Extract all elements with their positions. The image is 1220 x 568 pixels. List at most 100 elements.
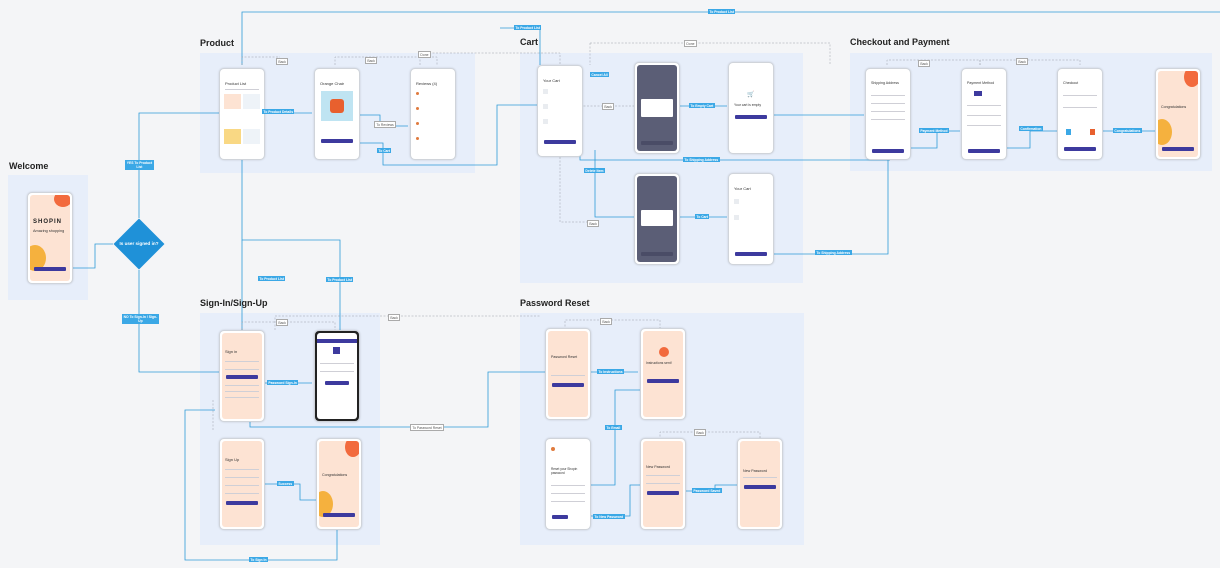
yellow-blob bbox=[30, 245, 46, 271]
continue-shopping-button[interactable] bbox=[735, 115, 767, 119]
form-field[interactable] bbox=[871, 111, 905, 112]
password-field[interactable] bbox=[646, 475, 680, 476]
cart-item[interactable] bbox=[543, 88, 577, 98]
save-button[interactable] bbox=[647, 491, 679, 495]
cart-icon: 🛒 bbox=[747, 92, 755, 98]
continue-button[interactable] bbox=[1162, 147, 1194, 151]
ok-button[interactable] bbox=[647, 379, 679, 383]
form-field[interactable] bbox=[225, 469, 259, 470]
password-field[interactable] bbox=[225, 369, 259, 370]
screen-body: Shipping Address bbox=[868, 71, 908, 157]
sign-up-screen[interactable]: Sign Up bbox=[219, 438, 265, 530]
cart-item[interactable] bbox=[543, 103, 577, 113]
product-detail-screen[interactable]: Orange Chair bbox=[314, 68, 360, 160]
delete-modal[interactable] bbox=[641, 210, 673, 226]
screen-body: Your Cart bbox=[731, 176, 771, 262]
new-password-screen[interactable]: New Password bbox=[640, 438, 686, 530]
form-field[interactable] bbox=[225, 477, 259, 478]
product-list-screen[interactable]: Product List bbox=[219, 68, 265, 160]
sign-in-screen[interactable]: Sign in bbox=[219, 330, 265, 422]
social-option[interactable] bbox=[225, 397, 259, 398]
payment-method-screen[interactable]: Payment Method bbox=[961, 68, 1007, 160]
cart-title: Your Cart bbox=[734, 186, 751, 191]
reset-link-button[interactable] bbox=[552, 515, 568, 519]
password-field[interactable] bbox=[646, 483, 680, 484]
cart-item[interactable] bbox=[734, 198, 768, 208]
place-order-button[interactable] bbox=[1064, 147, 1096, 151]
shipping-address-screen[interactable]: Shipping Address bbox=[865, 68, 911, 160]
email-field[interactable] bbox=[225, 361, 259, 362]
screen-body: Your Cart bbox=[540, 68, 580, 154]
form-field[interactable] bbox=[871, 103, 905, 104]
form-field[interactable] bbox=[871, 95, 905, 96]
connector bbox=[241, 158, 341, 330]
new-password-saved-screen[interactable]: New Password bbox=[737, 438, 783, 530]
form-field[interactable] bbox=[225, 493, 259, 494]
your-cart-screen[interactable]: Your Cart bbox=[537, 65, 583, 157]
confirm-modal[interactable] bbox=[641, 99, 673, 117]
form-field[interactable] bbox=[871, 119, 905, 120]
form-field[interactable] bbox=[967, 125, 1001, 126]
form-field[interactable] bbox=[225, 485, 259, 486]
item-thumbnail bbox=[543, 89, 548, 94]
continue-button[interactable] bbox=[968, 149, 1000, 153]
section-title-checkout: Checkout and Payment bbox=[850, 37, 950, 47]
sign-in-button[interactable] bbox=[744, 485, 776, 489]
send-button[interactable] bbox=[552, 383, 584, 387]
cart-title: Your Cart bbox=[543, 78, 560, 83]
password-reset-title: Password Reset bbox=[551, 355, 578, 359]
edge-label-back: Back bbox=[602, 103, 615, 111]
password-reset-screen[interactable]: Password Reset bbox=[545, 328, 591, 420]
connector bbox=[979, 59, 1081, 65]
cart-item[interactable] bbox=[734, 214, 768, 224]
welcome-screen[interactable]: SHOPIN Amazing shopping bbox=[27, 192, 73, 284]
screen-body: Reset your Shopin password bbox=[548, 441, 588, 527]
cart-item[interactable] bbox=[543, 118, 577, 128]
social-option[interactable] bbox=[225, 385, 259, 386]
continue-button[interactable] bbox=[323, 513, 355, 517]
product-tile[interactable] bbox=[224, 94, 241, 109]
sign-in-button[interactable] bbox=[226, 375, 258, 379]
card-option[interactable] bbox=[974, 91, 982, 96]
screen-body: Reviews (4) bbox=[413, 71, 453, 157]
screen-body: SHOPIN Amazing shopping bbox=[30, 195, 70, 281]
empty-cart-screen[interactable]: 🛒 Your cart is empty bbox=[728, 62, 774, 154]
modal-button[interactable] bbox=[641, 252, 673, 256]
your-cart-updated-screen[interactable]: Your Cart bbox=[728, 173, 774, 265]
sign-up-button[interactable] bbox=[226, 501, 258, 505]
edge-label-to-reviews: To Reviews bbox=[374, 121, 397, 129]
reset-email-screen[interactable]: Reset your Shopin password bbox=[545, 438, 591, 530]
product-tile[interactable] bbox=[224, 129, 241, 144]
welcome-button[interactable] bbox=[34, 267, 66, 271]
password-sign-in-screen[interactable] bbox=[314, 330, 360, 422]
checkout-button[interactable] bbox=[735, 252, 767, 256]
add-to-cart-button[interactable] bbox=[321, 139, 353, 143]
sign-up-congrats-screen[interactable]: Congratulations bbox=[316, 438, 362, 530]
modal-button[interactable] bbox=[641, 141, 673, 145]
social-option[interactable] bbox=[225, 391, 259, 392]
reviews-screen[interactable]: Reviews (4) bbox=[410, 68, 456, 160]
edge-label-to-product-list-top: To Product List bbox=[708, 9, 736, 15]
submit-button[interactable] bbox=[325, 381, 349, 385]
product-tile[interactable] bbox=[243, 94, 260, 109]
connector bbox=[355, 104, 537, 166]
decision-node[interactable]: Is user signed in? bbox=[113, 218, 165, 270]
cart-delete-modal-screen[interactable] bbox=[634, 173, 680, 265]
continue-button[interactable] bbox=[872, 149, 904, 153]
checkout-button[interactable] bbox=[544, 140, 576, 144]
form-field[interactable] bbox=[320, 363, 354, 364]
product-tile[interactable] bbox=[243, 129, 260, 144]
edge-label-back: Back bbox=[587, 220, 600, 228]
edge-label-to-product-list-top2: To Product List bbox=[514, 25, 542, 31]
form-field[interactable] bbox=[967, 115, 1001, 116]
cart-cancel-modal-screen[interactable] bbox=[634, 62, 680, 154]
instructions-sent-screen[interactable]: Instructions sent! bbox=[640, 328, 686, 420]
email-field[interactable] bbox=[551, 375, 585, 376]
form-field[interactable] bbox=[320, 371, 354, 372]
checkout-congrats-screen[interactable]: Congratulations bbox=[1155, 68, 1201, 160]
form-field[interactable] bbox=[967, 105, 1001, 106]
checkout-screen[interactable]: Checkout bbox=[1057, 68, 1103, 160]
edge-label-yes-product-list: YES To Product List bbox=[125, 160, 154, 170]
edge-label-to-cart: To Cart bbox=[377, 148, 392, 154]
